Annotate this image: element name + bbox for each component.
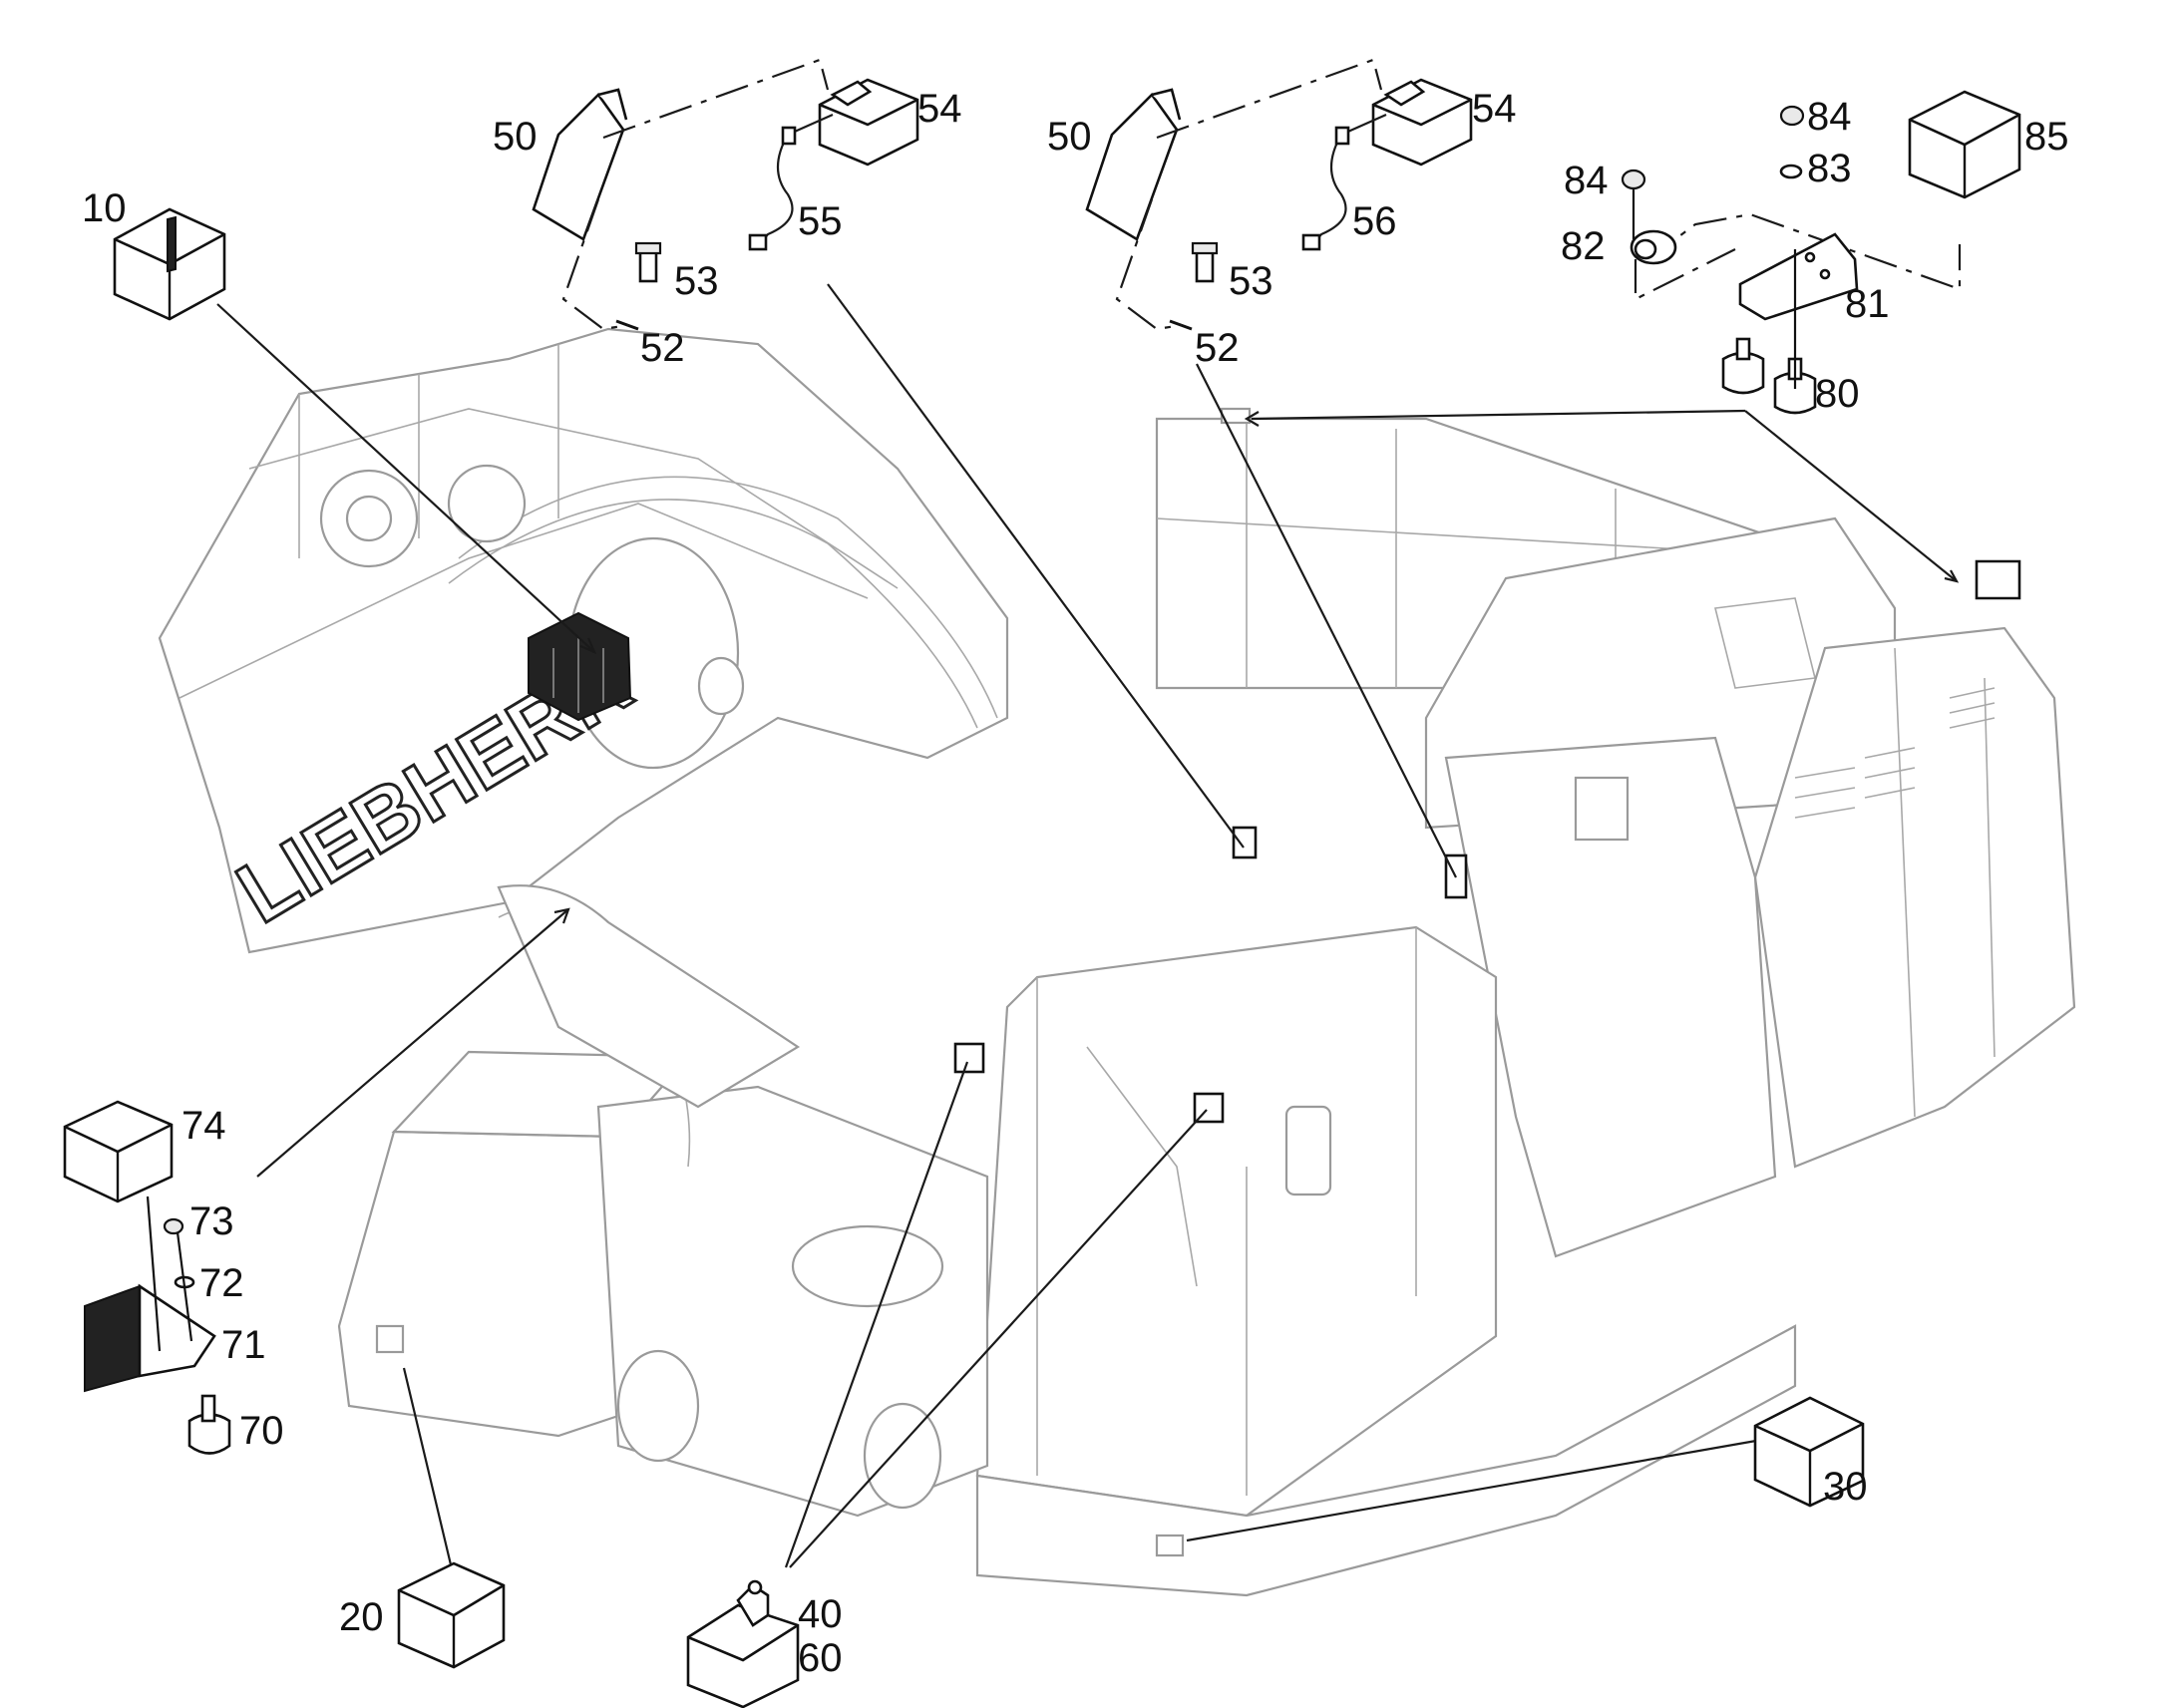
part-84-nut-top	[1779, 105, 1805, 127]
part-73-nut	[163, 1217, 184, 1235]
callout-53-right: 53	[1229, 259, 1273, 303]
callout-84-top: 84	[1807, 95, 1852, 139]
part-81-plate	[1738, 232, 1859, 389]
callout-60: 60	[798, 1636, 843, 1680]
part-50-bracket-left	[532, 88, 628, 241]
assembly-lines	[561, 58, 1962, 331]
callout-50-left: 50	[493, 115, 538, 159]
cab-mounted-parts	[953, 559, 2021, 1124]
part-80-damper-left	[1721, 337, 1765, 395]
callout-85: 85	[2024, 115, 2069, 159]
callout-40: 40	[798, 1592, 843, 1636]
part-82-grommet	[1630, 229, 1677, 265]
part-50-bracket-right	[1085, 88, 1182, 241]
callout-84-left: 84	[1564, 159, 1609, 202]
part-30-light	[1753, 1396, 1865, 1508]
callout-72: 72	[199, 1261, 244, 1305]
callout-20: 20	[339, 1595, 384, 1639]
callout-54-left: 54	[917, 87, 962, 131]
callout-73: 73	[189, 1199, 234, 1243]
part-85-light	[1908, 90, 2021, 199]
part-20-light	[397, 1561, 506, 1669]
callout-50-right: 50	[1047, 115, 1092, 159]
callout-labels: 10 20 30 40 60 50 50 52 52 53 53 54 54 5…	[82, 87, 2069, 1680]
callout-10: 10	[82, 186, 127, 230]
part-71-bracket	[84, 1196, 216, 1393]
part-53-screw-left	[634, 241, 662, 283]
machine-outline	[158, 327, 2076, 1597]
boom-mounted-light	[528, 611, 632, 722]
callout-83: 83	[1807, 147, 1852, 190]
callout-74: 74	[182, 1104, 226, 1148]
callout-52-left: 52	[640, 326, 685, 370]
part-54-switch-right	[1371, 78, 1473, 167]
part-10-light	[113, 207, 226, 321]
callout-54-right: 54	[1472, 87, 1517, 131]
part-56-cable	[1301, 113, 1387, 251]
callout-53-left: 53	[674, 259, 719, 303]
part-55-cable	[748, 113, 834, 251]
part-53-screw-right	[1191, 241, 1219, 283]
callout-81: 81	[1845, 282, 1890, 326]
callout-82: 82	[1561, 224, 1606, 268]
callout-70: 70	[239, 1409, 284, 1453]
part-54-switch-left	[818, 78, 919, 167]
part-83-washer	[1779, 164, 1803, 179]
part-40-60-lamp	[686, 1579, 800, 1708]
callout-52-right: 52	[1195, 326, 1240, 370]
callout-30: 30	[1823, 1465, 1868, 1509]
leader-lines	[216, 283, 1960, 1578]
callout-55: 55	[798, 199, 843, 243]
part-70-damper	[187, 1394, 231, 1455]
callout-71: 71	[221, 1323, 266, 1367]
callout-56: 56	[1352, 199, 1397, 243]
callout-80: 80	[1815, 372, 1860, 416]
part-74-light	[63, 1100, 174, 1203]
part-84-nut-left	[1621, 169, 1646, 239]
